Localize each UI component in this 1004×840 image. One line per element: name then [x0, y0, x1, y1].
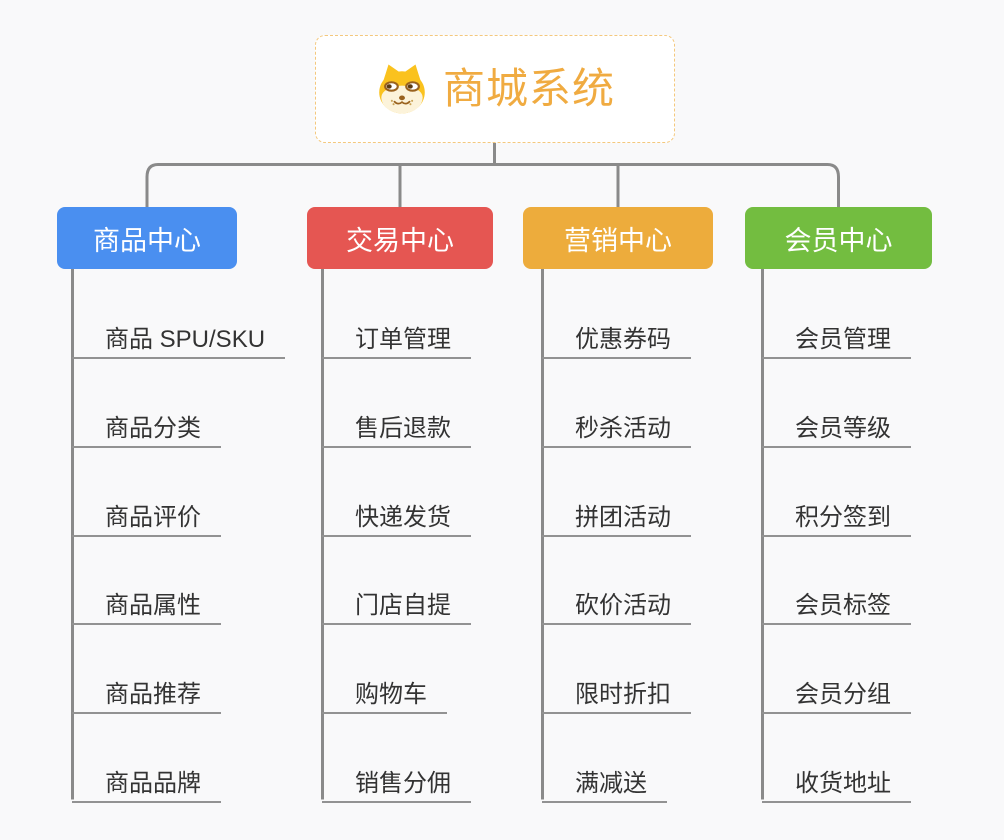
leaf-node[interactable]: 收货地址	[762, 761, 911, 803]
leaf-node[interactable]: 订单管理	[322, 317, 471, 359]
leaf-node[interactable]: 门店自提	[322, 583, 471, 625]
leaf-node[interactable]: 会员标签	[762, 583, 911, 625]
leaf-node[interactable]: 商品推荐	[72, 672, 221, 714]
leaf-node[interactable]: 会员等级	[762, 406, 911, 448]
leaf-node[interactable]: 会员管理	[762, 317, 911, 359]
leaf-node[interactable]: 购物车	[322, 672, 447, 714]
leaf-node[interactable]: 优惠券码	[542, 317, 691, 359]
leaf-node[interactable]: 快递发货	[322, 495, 471, 537]
leaf-node[interactable]: 积分签到	[762, 495, 911, 537]
leaf-node[interactable]: 会员分组	[762, 672, 911, 714]
leaf-node[interactable]: 满减送	[542, 761, 667, 803]
leaf-node[interactable]: 商品分类	[72, 406, 221, 448]
leaf-node[interactable]: 商品品牌	[72, 761, 221, 803]
branch-node-marketing-center[interactable]: 营销中心	[523, 207, 713, 269]
leaf-node[interactable]: 砍价活动	[542, 583, 691, 625]
leaf-node[interactable]: 商品评价	[72, 495, 221, 537]
doge-icon	[379, 64, 425, 114]
leaf-node[interactable]: 商品 SPU/SKU	[72, 317, 286, 359]
root-node[interactable]: 商城系统	[315, 35, 675, 143]
branch-rail-line	[145, 163, 840, 208]
leaf-node[interactable]: 售后退款	[322, 406, 471, 448]
root-title: 商城系统	[442, 65, 615, 112]
leaf-node[interactable]: 秒杀活动	[542, 406, 691, 448]
branch-node-trade-center[interactable]: 交易中心	[307, 207, 493, 269]
leaf-node[interactable]: 拼团活动	[542, 495, 691, 537]
leaf-node[interactable]: 限时折扣	[542, 672, 691, 714]
leaf-node[interactable]: 销售分佣	[322, 761, 471, 803]
branch-node-member-center[interactable]: 会员中心	[745, 207, 932, 269]
branch-node-product-center[interactable]: 商品中心	[57, 207, 237, 269]
leaf-node[interactable]: 商品属性	[72, 583, 221, 625]
